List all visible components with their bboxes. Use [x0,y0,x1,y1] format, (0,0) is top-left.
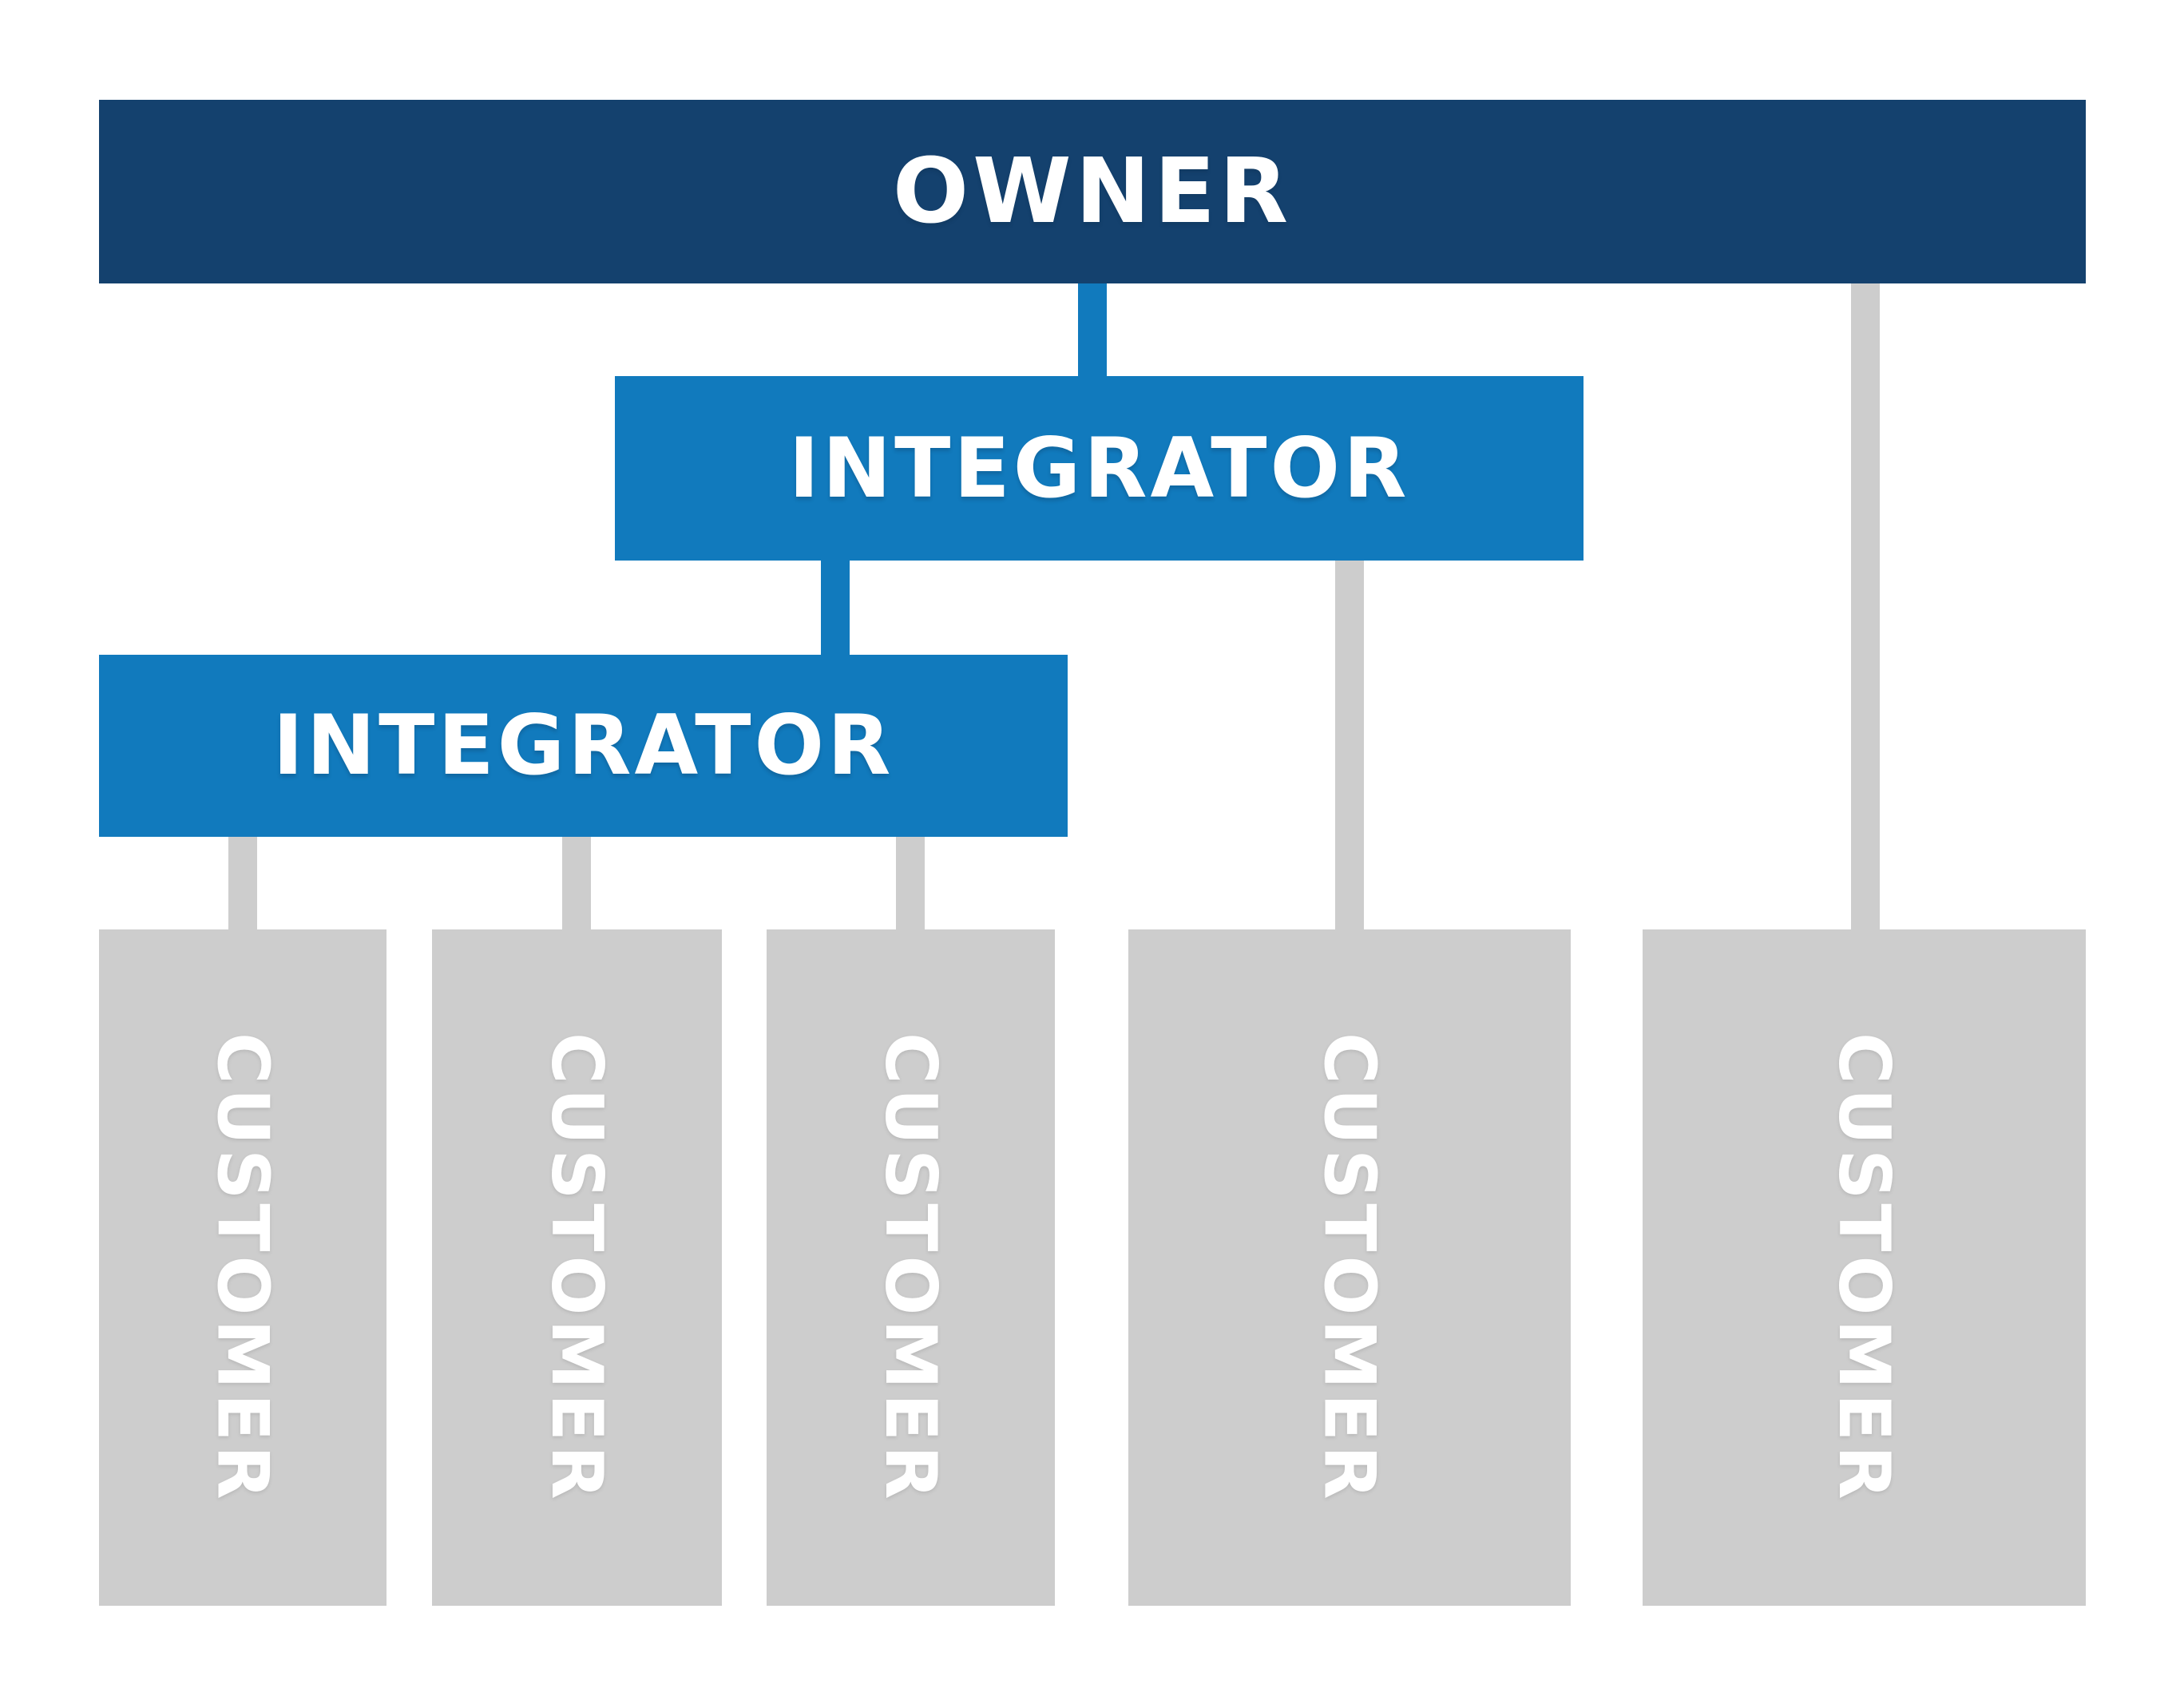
customer-node-5: CUSTOMER [1643,929,2086,1606]
customer-node-4: CUSTOMER [1128,929,1571,1606]
customer-node-1: CUSTOMER [99,929,386,1606]
customer-5-label: CUSTOMER [1823,1032,1905,1504]
integrator-sub-label: INTEGRATOR [272,698,894,794]
customer-1-label: CUSTOMER [201,1032,284,1504]
integrator-top-label: INTEGRATOR [788,420,1410,517]
integrator-node-sub: INTEGRATOR [99,655,1068,837]
connector-integrator-to-customer-2 [562,835,591,931]
customer-node-3: CUSTOMER [767,929,1055,1606]
integrator-node-top: INTEGRATOR [615,376,1583,561]
connector-integrator-to-integrator [821,559,850,656]
connector-integrator-to-customer-1 [228,835,257,931]
owner-node: OWNER [99,100,2086,283]
customer-4-label: CUSTOMER [1308,1032,1391,1504]
connector-integrator-to-customer-3 [896,835,925,931]
connector-owner-to-customer-5 [1851,282,1880,931]
connector-integrator-to-customer-4 [1335,559,1364,931]
customer-3-label: CUSTOMER [870,1032,952,1504]
owner-label: OWNER [892,140,1293,244]
customer-node-2: CUSTOMER [432,929,722,1606]
connector-owner-to-integrator [1078,282,1107,378]
customer-2-label: CUSTOMER [536,1032,618,1504]
